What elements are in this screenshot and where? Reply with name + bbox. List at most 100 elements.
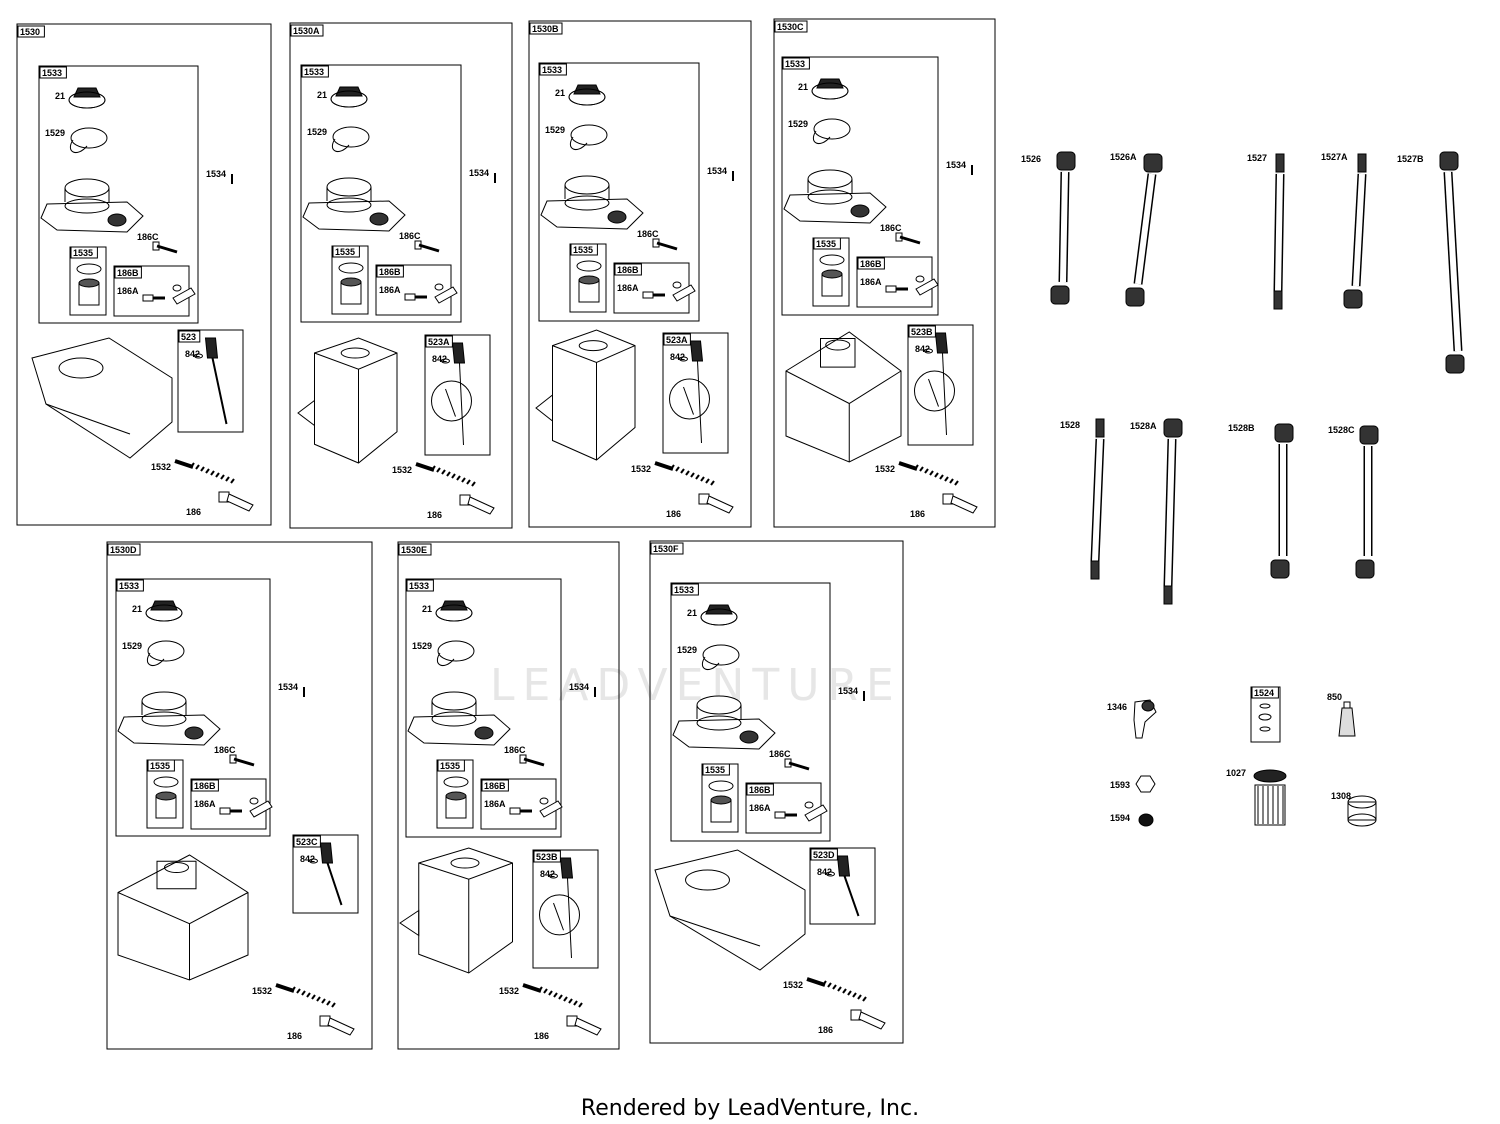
bolt-head <box>895 232 903 242</box>
assembly-1530F: 1530F1533211529186C1535186B186A1534523D8… <box>649 540 904 1044</box>
gauge-seal-label: 842 <box>540 869 555 879</box>
gauge-frame <box>809 847 876 925</box>
hose-coil <box>573 1000 578 1006</box>
hose-coil <box>466 479 471 485</box>
gauge-id-tag <box>810 848 838 861</box>
hose-coil <box>553 992 558 998</box>
tank-edge <box>418 862 513 973</box>
fitting-kit-id-tag <box>376 265 404 278</box>
gauge-rod <box>459 362 464 446</box>
cap-rim <box>568 88 606 106</box>
hose-coil <box>451 473 456 479</box>
gauge-frame <box>424 334 491 456</box>
mounting-flange <box>302 200 406 232</box>
elbow-fitting-bottom <box>1445 354 1465 374</box>
gauge-seal-label: 842 <box>670 352 685 362</box>
mounting-flange <box>672 718 776 750</box>
hose-coil <box>934 472 939 478</box>
tank-filler-block <box>820 338 856 368</box>
hose-label: 1532 <box>392 465 412 475</box>
tank-opening <box>685 869 730 891</box>
fitting-washer <box>915 275 925 283</box>
kit-id: 1533 <box>304 67 324 77</box>
hose-coil <box>205 468 210 474</box>
gasket-tab <box>812 130 831 145</box>
fitting-label: 186A <box>194 799 216 809</box>
hose-coil <box>225 476 230 482</box>
spacer-body <box>1347 801 1377 821</box>
hose-inner <box>1445 171 1461 352</box>
fitting-nut <box>404 293 416 301</box>
elbow-fitting-bottom <box>1270 559 1290 579</box>
gauge-rod <box>326 862 343 906</box>
elbow-fitting-top <box>1056 151 1076 171</box>
hose-coil <box>954 480 959 486</box>
hose-coil <box>578 1002 583 1008</box>
filler-neck-top <box>431 691 477 711</box>
gasket-ring <box>702 644 740 666</box>
gauge-seal-label: 842 <box>432 354 447 364</box>
hose-coil <box>832 984 837 990</box>
hose-inner <box>1275 173 1283 292</box>
tank-edge <box>314 352 398 463</box>
hose-coil <box>710 480 715 486</box>
strainer-id: 1535 <box>73 248 93 258</box>
screw-label: 1534 <box>469 168 489 178</box>
tank-body <box>117 854 249 981</box>
bolt-head <box>152 241 160 251</box>
cap-label: 21 <box>798 82 808 92</box>
bolt-shank <box>656 241 678 251</box>
assembly-id: 1530 <box>20 27 40 37</box>
strainer-id: 1535 <box>816 239 836 249</box>
hose-coil <box>296 988 301 994</box>
gauge-rod <box>567 877 572 959</box>
elbow-fitting-top <box>1274 423 1294 443</box>
hose-coil <box>331 1002 336 1008</box>
assembly-id: 1530E <box>401 545 427 555</box>
hose-coil <box>326 1000 331 1006</box>
hose-inner <box>1060 171 1068 283</box>
assembly-1530B: 1530B1533211529186C1535186B186A1534523A8… <box>528 20 752 528</box>
gauge-frame <box>292 834 359 914</box>
bolt-head <box>519 754 527 764</box>
hose-coil <box>842 988 847 994</box>
hose-inner <box>1165 438 1175 587</box>
fitting-label: 186A <box>379 285 401 295</box>
fuel-line-label: 1527 <box>1247 153 1267 163</box>
gasket-ring <box>813 118 851 140</box>
bolt-label: 186C <box>137 232 159 242</box>
gauge-seal <box>826 871 835 877</box>
assembly-1530A: 1530A1533211529186C1535186B186A1534523A8… <box>289 22 513 529</box>
filler-neck-top <box>807 169 853 189</box>
bolt-shank <box>899 235 921 245</box>
kit-id-tag <box>671 583 699 596</box>
hose-coil <box>563 996 568 1002</box>
hose-coil <box>471 481 476 487</box>
filler-neck-wall <box>326 187 372 201</box>
bolt-label: 186C <box>214 745 236 755</box>
cap-label: 21 <box>555 88 565 98</box>
mounting-flange <box>407 714 511 746</box>
elbow-fitting-bottom <box>1125 287 1145 307</box>
outlet-spout <box>706 495 734 514</box>
hose-coil <box>456 475 461 481</box>
tank-body <box>654 849 806 971</box>
fitting-kit-id: 186B <box>117 268 139 278</box>
part-1027: 1027 <box>1226 768 1287 826</box>
fitting-barb <box>434 286 458 304</box>
cap-label: 21 <box>317 90 327 100</box>
kit-frame <box>115 578 271 837</box>
gauge-rod <box>843 875 860 917</box>
gauge-seal <box>549 873 558 879</box>
straight-fitting-bottom <box>1090 560 1100 580</box>
gasket-tab <box>146 652 165 667</box>
gauge-id-tag <box>533 850 561 863</box>
gasket-label: 1529 <box>545 125 565 135</box>
hose-inner <box>1353 173 1365 287</box>
gauge-head <box>451 342 466 364</box>
strainer-oring <box>576 260 602 272</box>
elbow-fitting-top <box>1163 418 1183 438</box>
hose-label: 1532 <box>499 986 519 996</box>
hose-coil <box>215 472 220 478</box>
